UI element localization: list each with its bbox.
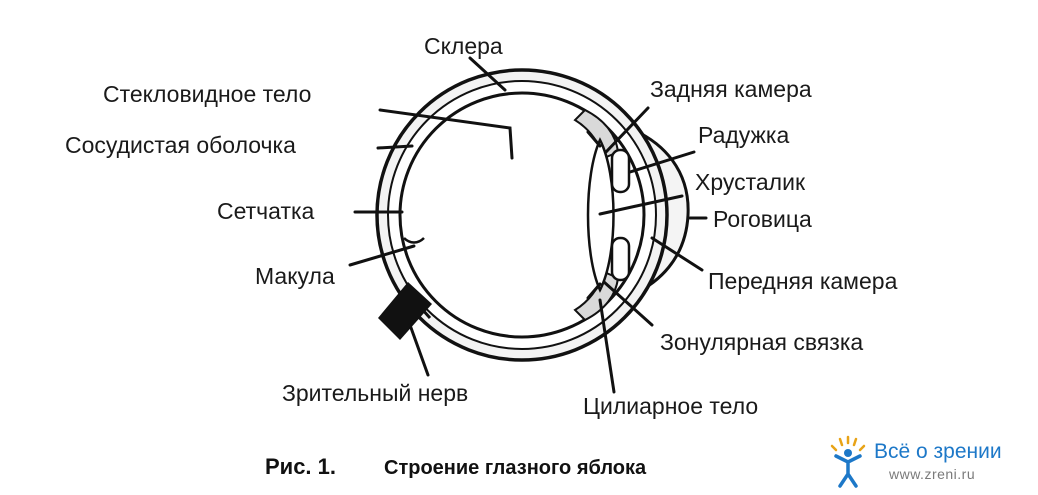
person-eye-logo-icon <box>830 435 866 488</box>
label-zonular-ligament: Зонулярная связка <box>660 329 863 355</box>
iris-lower <box>610 236 631 282</box>
labels: Склера Стекловидное тело Сосудистая обол… <box>65 33 898 419</box>
label-posterior-chamber: Задняя камера <box>650 76 812 102</box>
leader-vitreous <box>378 108 514 160</box>
optic-nerve-shape <box>378 282 432 340</box>
label-iris: Радужка <box>698 122 790 148</box>
caption-figure-number: Рис. 1. <box>265 454 336 479</box>
macula-pit <box>403 237 425 244</box>
label-choroid: Сосудистая оболочка <box>65 132 296 158</box>
eyeball-drawing <box>375 68 690 362</box>
caption-title: Строение глазного яблока <box>384 457 647 479</box>
leader-lens <box>598 194 684 216</box>
leader-choroid <box>376 144 414 150</box>
brand-name: Всё о зрении <box>874 440 1002 463</box>
leader-macula <box>348 244 416 267</box>
leader-anterior-chamber <box>650 236 704 272</box>
brand-watermark: Всё о зрении www.zreni.ru <box>830 435 1002 488</box>
label-anterior-chamber: Передняя камера <box>708 268 898 294</box>
leader-zonular <box>602 280 654 327</box>
leader-ciliary <box>598 298 616 394</box>
leader-iris <box>628 150 696 174</box>
iris-upper <box>610 148 631 194</box>
label-sclera: Склера <box>424 33 503 59</box>
leader-posterior-chamber <box>604 106 650 154</box>
label-retina: Сетчатка <box>217 198 315 224</box>
label-macula: Макула <box>255 263 335 289</box>
label-ciliary-body: Цилиарное тело <box>583 393 758 419</box>
leader-lines <box>348 56 708 394</box>
label-cornea: Роговица <box>713 206 812 232</box>
brand-url: www.zreni.ru <box>888 466 975 482</box>
zonular-fibres <box>586 130 602 300</box>
retina-ring <box>398 91 646 339</box>
figure-caption: Рис. 1. Строение глазного яблока <box>265 454 647 479</box>
leader-optic-nerve <box>408 323 430 377</box>
label-lens: Хрусталик <box>695 169 806 195</box>
leader-sclera <box>468 56 507 92</box>
label-optic-nerve: Зрительный нерв <box>282 380 468 406</box>
label-vitreous-body: Стекловидное тело <box>103 81 311 107</box>
